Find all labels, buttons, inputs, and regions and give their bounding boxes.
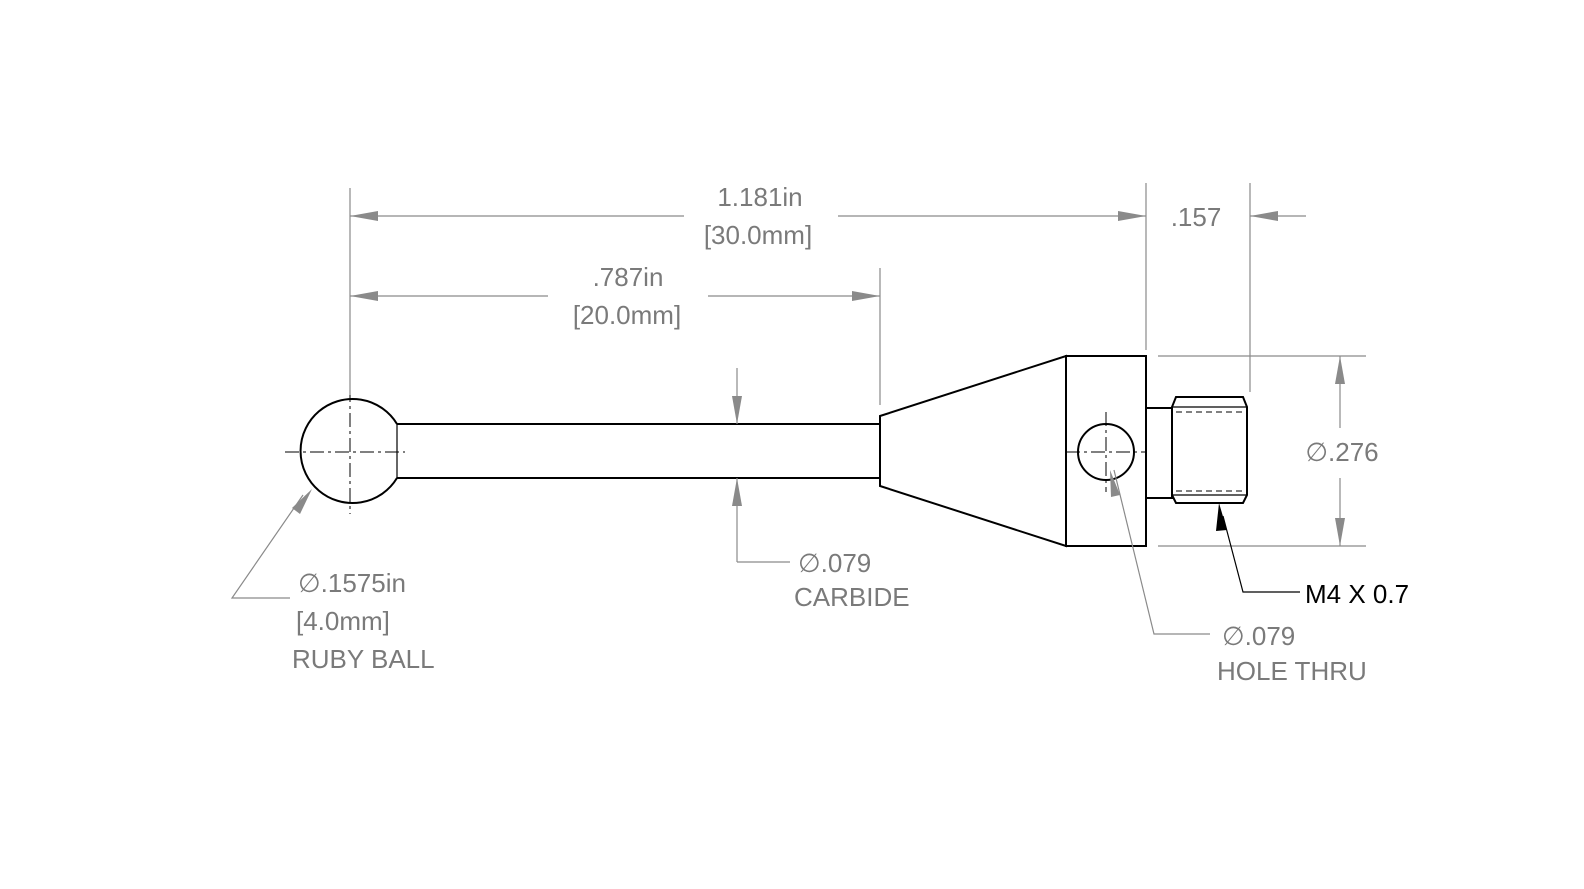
ruby-ball [299,398,398,504]
taper-cone [879,354,1067,548]
ball-diameter: ∅.1575in [298,568,406,598]
stem-diameter: ∅.079 [798,548,871,578]
overall-length-in: 1.181in [717,182,802,212]
overall-length-mm: [30.0mm] [704,220,812,250]
arrow-stem-dia-top [732,396,742,424]
arrow-thread [1250,211,1278,221]
arrow-overall-right [1118,211,1146,221]
hole-note: HOLE THRU [1217,656,1367,686]
thread-leader [1222,515,1300,593]
ball-material: RUBY BALL [292,644,435,674]
arrow-thread-spec [1216,503,1227,531]
hole-diameter: ∅.079 [1222,621,1295,651]
hole-leader [1113,469,1210,635]
stem-material: CARBIDE [794,582,910,612]
arrow-hole [1110,470,1120,497]
thread-neck [1145,407,1173,499]
ball-diameter-mm: [4.0mm] [296,606,390,636]
stem-length-mm: [20.0mm] [573,300,681,330]
thread-spec: M4 X 0.7 [1305,579,1409,609]
thread-outline [1171,396,1248,504]
dimension-lines [230,183,1366,635]
arrow-stem-dia-bottom [732,478,742,506]
body-diameter: ∅.276 [1305,437,1378,467]
arrow-overall-left [350,211,378,221]
thread-length: .157 [1171,202,1222,232]
arrow-dia-bottom [1335,518,1345,546]
stem-length-in: .787in [593,262,664,292]
stylus-part [299,354,1248,548]
center-lines [285,388,1146,514]
arrow-stem-left [350,291,378,301]
ball-leader [230,494,304,599]
dimension-text: 1.181in [30.0mm] .787in [20.0mm] .157 ∅.… [292,182,1409,686]
arrow-ball [292,489,312,514]
arrow-dia-top [1335,356,1345,384]
arrow-stem-right [852,291,880,301]
